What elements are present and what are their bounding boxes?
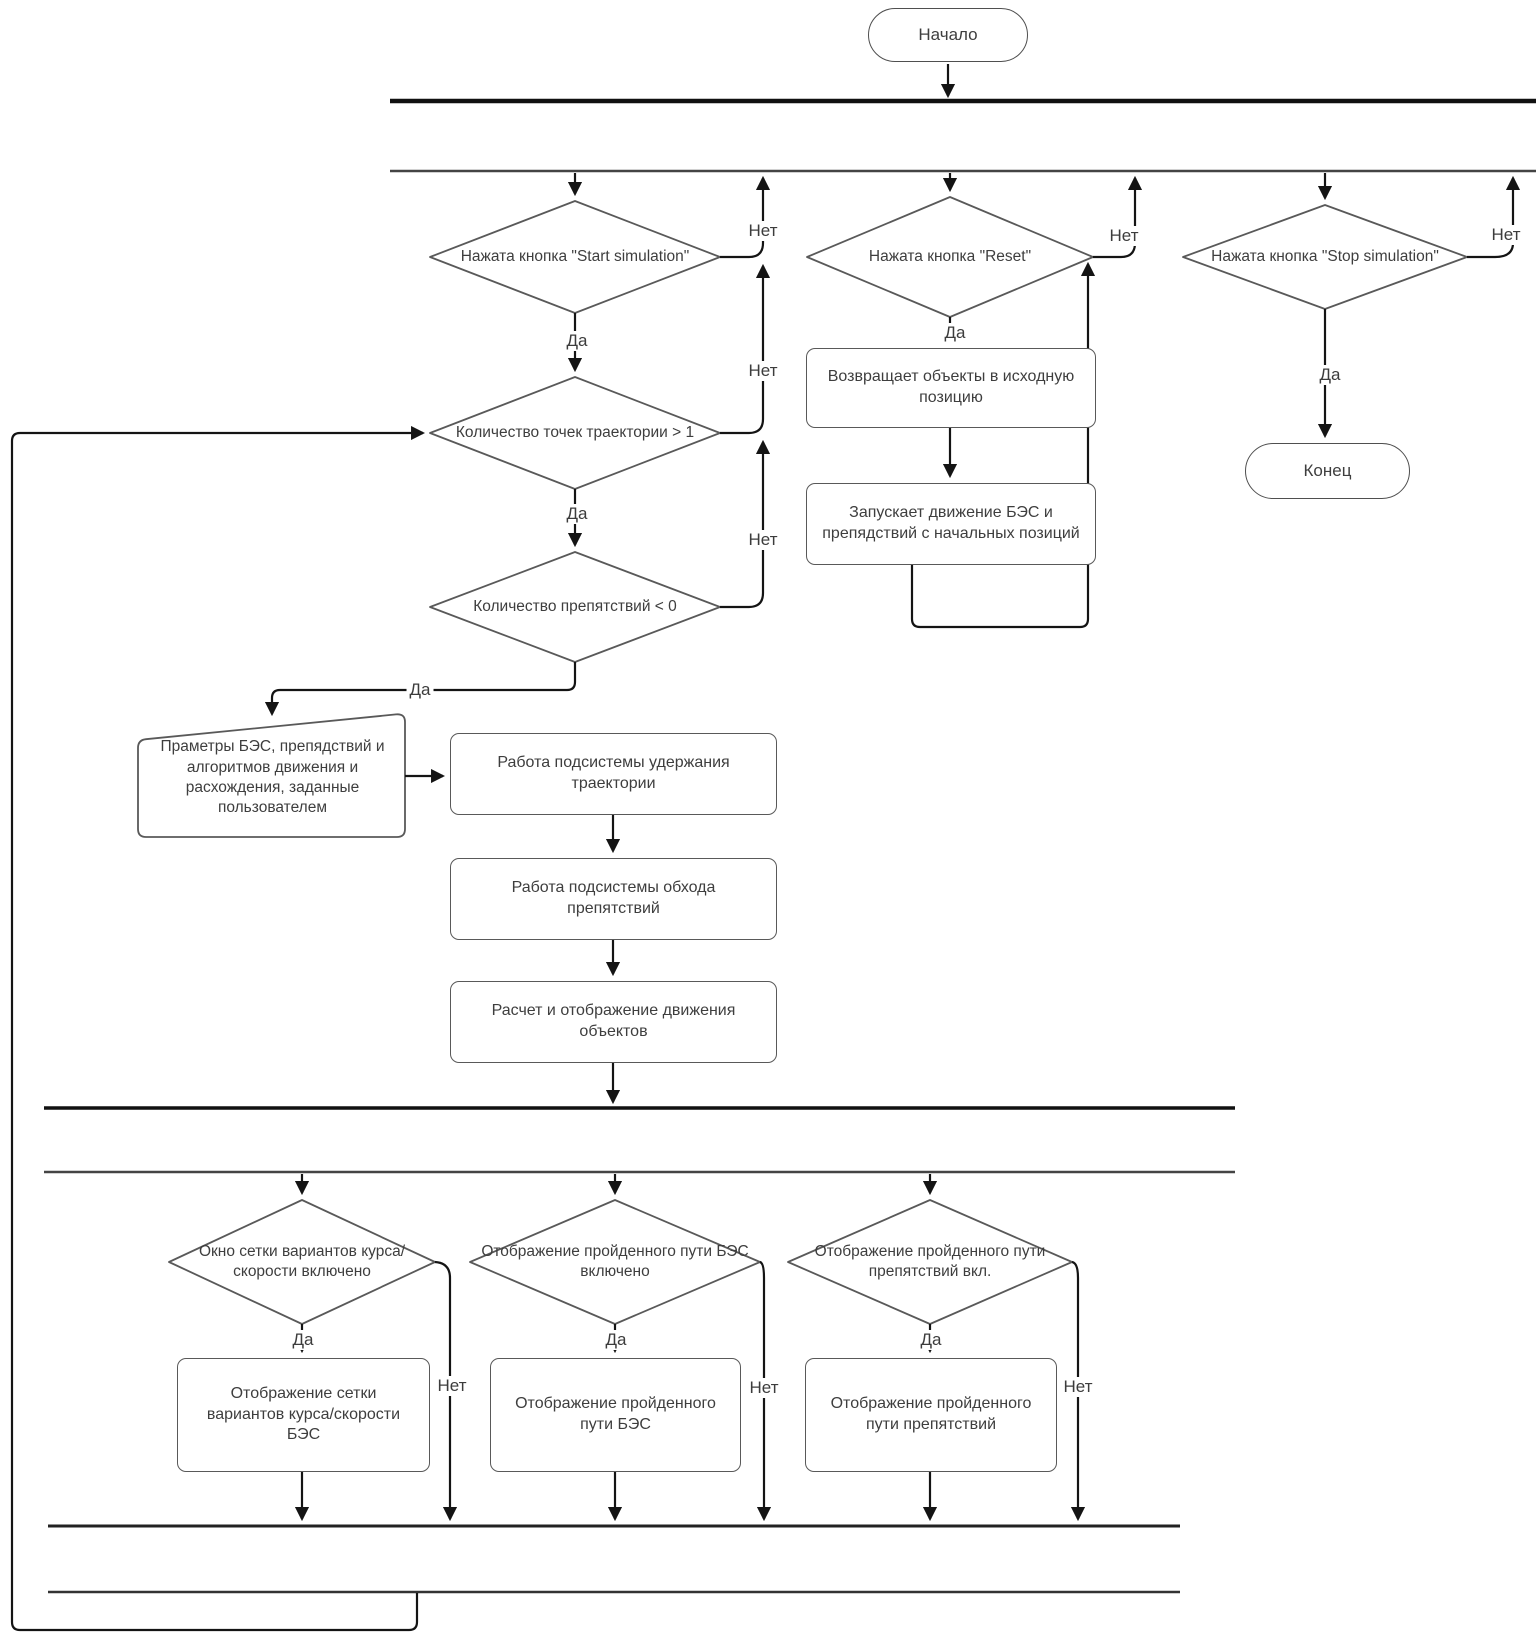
edge-startmov-loop <box>910 261 1096 629</box>
process-obstacle-avoidance-label: Работа подсистемы обхода препятствий <box>511 879 716 917</box>
process-trajectory-hold-label: Работа подсистемы удержания траектории <box>497 754 730 792</box>
terminal-end: Конец <box>1245 443 1410 499</box>
no-label-bespath: Нет <box>746 1378 782 1398</box>
process-trajectory-hold: Работа подсистемы удержания траектории <box>450 733 777 815</box>
decision-grid-window-label: Окно сетки вариантов курса/скорости вклю… <box>198 1242 406 1280</box>
edge-startsim-no <box>720 175 771 259</box>
yes-label-traj: Да <box>563 504 591 524</box>
yes-label-reset: Да <box>941 323 969 343</box>
decision-bes-path-label: Отображение пройденного пути БЭС включен… <box>481 1242 749 1280</box>
no-label-gridwin: Нет <box>434 1376 470 1396</box>
process-show-grid: Отображение сетки вариантов курса/скорос… <box>177 1358 430 1472</box>
decision-stop-simulation-label: Нажата кнопка "Stop simulation" <box>1211 247 1439 265</box>
process-motion-render: Расчет и отображение движения объектов <box>450 981 777 1063</box>
edge-obstcount-no <box>720 439 771 609</box>
no-label-obstpath: Нет <box>1060 1377 1096 1397</box>
edge-main-loop-back <box>10 425 426 1632</box>
no-label-obst: Нет <box>745 530 781 550</box>
yes-label-obst: Да <box>406 680 434 700</box>
yes-label-bespath: Да <box>602 1330 630 1350</box>
edge-stopsim-no <box>1467 175 1521 259</box>
no-label-stop: Нет <box>1488 225 1524 245</box>
process-show-obstacle-path: Отображение пройденного пути препятствий <box>805 1358 1057 1472</box>
process-show-bes-path-label: Отображение пройденного пути БЭС <box>515 1395 716 1433</box>
process-start-movement-label: Запускает движение БЭС и препядствий с н… <box>822 504 1080 542</box>
yes-label-obstpath: Да <box>917 1330 945 1350</box>
terminal-end-label: Конец <box>1303 460 1352 480</box>
no-label-traj: Нет <box>745 361 781 381</box>
process-start-movement: Запускает движение БЭС и препядствий с н… <box>806 483 1096 565</box>
decision-reset-label: Нажата кнопка "Reset" <box>868 247 1032 265</box>
yes-label-stop: Да <box>1316 365 1344 385</box>
decision-obstacle-count-label: Количество препятствий < 0 <box>473 597 677 615</box>
process-reset-objects-label: Возвращает объекты в исходную позицию <box>827 368 1075 406</box>
process-motion-render-label: Расчет и отображение движения объектов <box>491 1002 736 1040</box>
input-user-params-shape <box>137 713 406 838</box>
edge-obstpath-no <box>1070 1260 1086 1522</box>
process-show-bes-path: Отображение пройденного пути БЭС <box>490 1358 741 1472</box>
yes-label-start-sim: Да <box>563 331 591 351</box>
no-label-reset: Нет <box>1106 226 1142 246</box>
edge-trajpoints-no <box>720 263 771 435</box>
no-label-start-sim: Нет <box>745 221 781 241</box>
process-reset-objects: Возвращает объекты в исходную позицию <box>806 348 1096 428</box>
process-show-grid-label: Отображение сетки вариантов курса/скорос… <box>206 1384 401 1444</box>
edge-gridwin-no <box>434 1260 458 1522</box>
terminal-start: Начало <box>868 8 1028 62</box>
input-user-params-label: Праметры БЭС, препядствий и алгоритмов д… <box>160 738 385 817</box>
yes-label-gridwin: Да <box>289 1330 317 1350</box>
decision-trajectory-points-label: Количество точек траектории > 1 <box>455 423 695 441</box>
terminal-start-label: Начало <box>918 24 978 44</box>
decision-start-simulation-label: Нажата кнопка "Start simulation" <box>460 247 690 265</box>
edge-bespath-no <box>756 1260 772 1522</box>
process-obstacle-avoidance: Работа подсистемы обхода препятствий <box>450 858 777 940</box>
process-show-obstacle-path-label: Отображение пройденного пути препятствий <box>830 1395 1032 1433</box>
decision-obstacle-path-label: Отображение пройденного пути препятствий… <box>814 1242 1046 1280</box>
